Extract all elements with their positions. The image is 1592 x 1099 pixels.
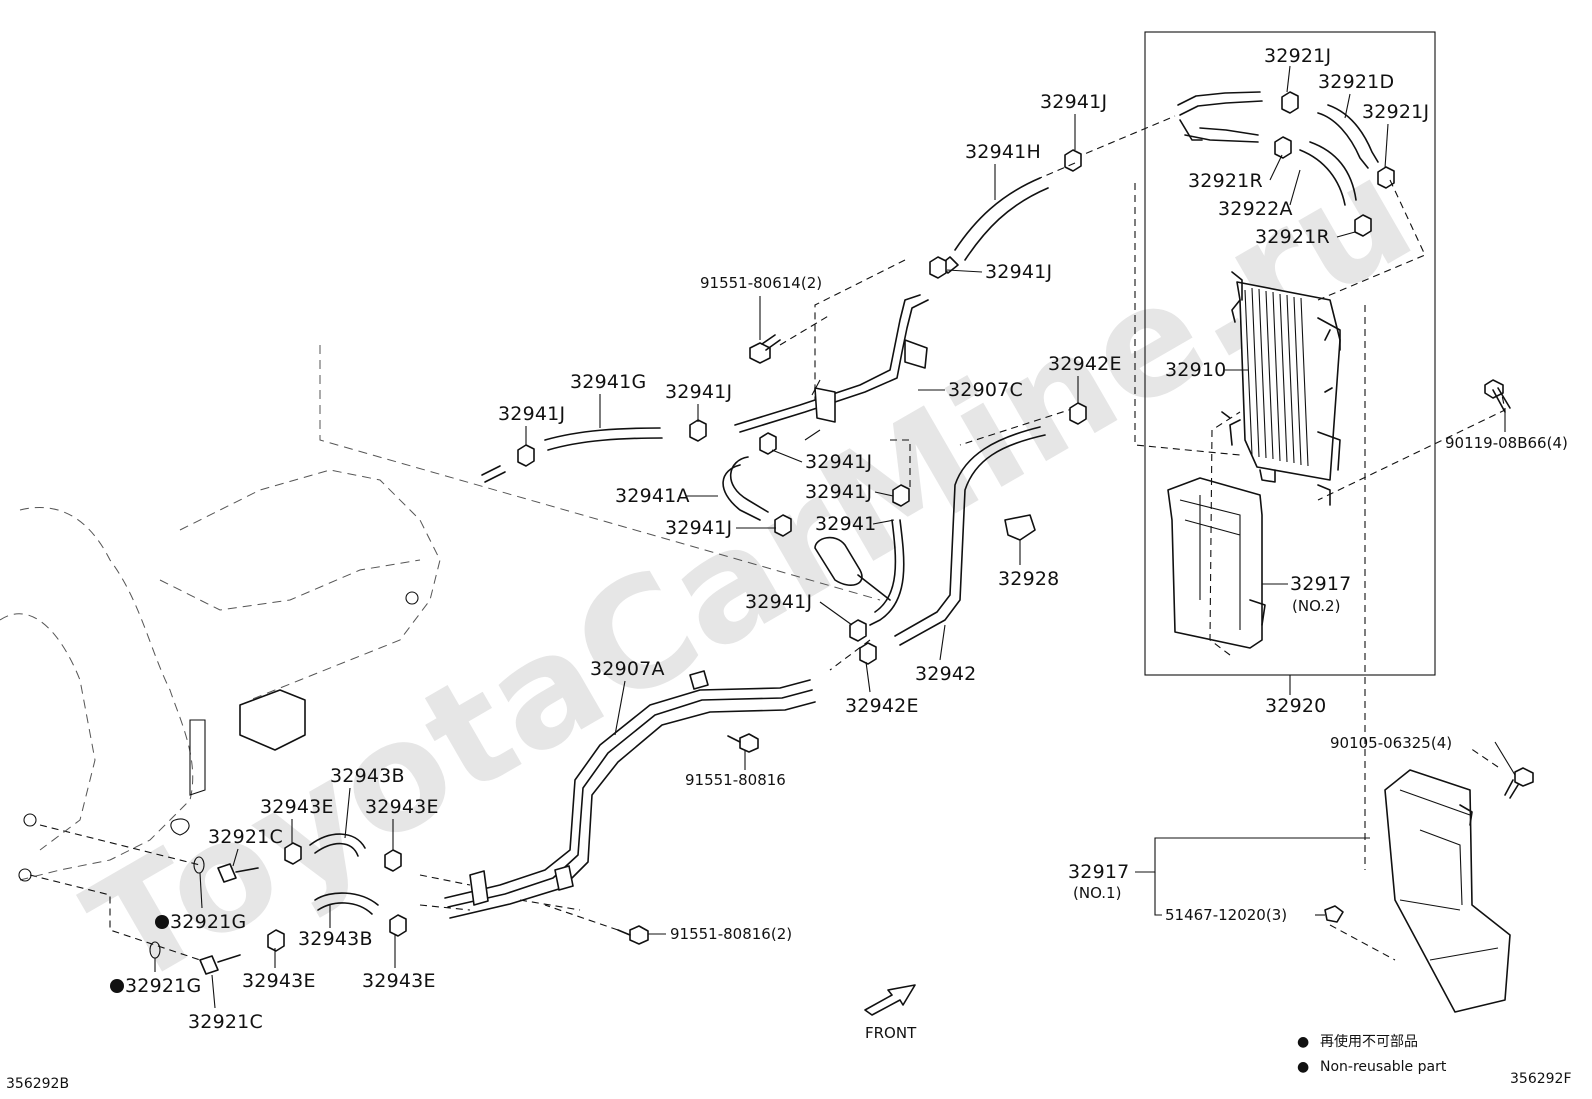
callout-c39: 32921C [208,826,283,848]
callout-c03: 32921J [1362,101,1429,123]
clip-51467 [1324,905,1344,923]
callout-labels: 32921J 32921D 32921J 32921R 32922A 32921… [110,45,1568,1033]
air-duct-no1 [1384,769,1511,1013]
callout-c45: 32921C [188,1011,263,1033]
callout-c31: 32941J [745,591,812,613]
oil-cooler-core [1221,271,1341,506]
hose-32943B-lower [267,892,407,952]
callout-c23: 32941J [665,381,732,403]
hose-32943B-upper [284,833,402,872]
callout-c40-group: 32921G [155,872,246,933]
callout-c02: 32921D [1318,71,1394,93]
callout-c40: 32921G [170,911,246,933]
callout-c42: 32943E [242,970,316,992]
callout-c05: 32922A [1218,198,1293,220]
callout-c07: 32910 [1165,359,1226,381]
diagram-code-right: 356292F [1510,1071,1572,1087]
callout-c24: 32941J [498,403,565,425]
callout-c38: 32943E [365,796,439,818]
callout-c33: 32942E [845,695,919,717]
hose-32941G [481,419,707,483]
callout-c21: 32907C [948,379,1023,401]
callout-c27: 32941J [805,481,872,503]
legend-text-2: Non-reusable part [1320,1059,1447,1075]
callout-c06: 32921R [1255,226,1330,248]
union-32921C-lower [149,941,241,975]
callout-c08: 32917 [1290,573,1351,595]
callout-c04: 32921R [1188,170,1263,192]
callout-c20: 32942E [1048,353,1122,375]
callout-c01: 32921J [1264,45,1331,67]
front-label: FRONT [865,1024,917,1042]
legend-symbol-1: ● [1297,1034,1309,1050]
oil-cooler-assembly-box [1144,31,1436,695]
callout-c14: (NO.1) [1073,884,1121,902]
callout-c12: 90105-06325(4) [1330,734,1452,752]
non-reusable-mark [155,915,169,929]
callout-c19: 91551-80614(2) [700,274,822,292]
callout-c44-group: 32921G [110,958,201,997]
callout-c22: 32941G [570,371,646,393]
center-dashed-leaders [319,259,911,671]
air-duct-no2 [1167,477,1266,649]
bracket-32928 [1004,514,1036,541]
callout-c36: 32943B [330,765,405,787]
lower-left-dashed-leaders [29,824,581,961]
callout-c29: 32941 [815,513,876,535]
legend-text-1: 再使用不可部品 [1320,1033,1418,1050]
callout-c30: 32928 [998,568,1059,590]
callout-c43: 32943E [362,970,436,992]
bolt-90119 [1484,379,1511,413]
callout-c35: 91551-80816 [685,771,786,789]
callout-c46: 91551-80816(2) [670,925,792,943]
callout-c17: 32941H [965,141,1041,163]
legend: ● 再使用不可部品 ● Non-reusable part [1297,1033,1447,1075]
callout-c41: 32943B [298,928,373,950]
pipe-32907C [734,294,929,441]
hose-32941A [722,432,792,537]
callout-c28: 32941J [665,517,732,539]
non-reusable-mark [110,979,124,993]
bolt-91551-80614 [749,334,781,364]
callout-c18: 32941J [985,261,1052,283]
diagram-code-left: 356292B [6,1076,69,1092]
callout-c32: 32942 [915,663,976,685]
callout-c44: 32921G [125,975,201,997]
pipe-32907A [444,670,816,919]
callout-c16: 32941J [1040,91,1107,113]
callout-c15: 51467-12020(3) [1165,906,1287,924]
callout-c25: 32941J [805,451,872,473]
callout-c11: 90119-08B66(4) [1445,434,1568,452]
callout-c34: 32907A [590,658,665,680]
bolt-91551-80816 [727,733,759,753]
callout-c09: (NO.2) [1292,597,1340,615]
callout-c13: 32917 [1068,861,1129,883]
callout-c37: 32943E [260,796,334,818]
filter-32941 [814,484,910,626]
callout-c10: 32920 [1265,695,1326,717]
transmission-outline [0,469,441,882]
cooler-hoses-top [1177,91,1395,237]
bolt-90105 [1504,767,1534,799]
hose-32941H [929,149,1082,279]
union-32921C-upper [193,856,259,883]
legend-symbol-2: ● [1297,1059,1309,1075]
front-arrow: FRONT [864,984,917,1042]
callout-c26: 32941A [615,485,690,507]
bolt-91551-80816-2 [544,904,649,945]
